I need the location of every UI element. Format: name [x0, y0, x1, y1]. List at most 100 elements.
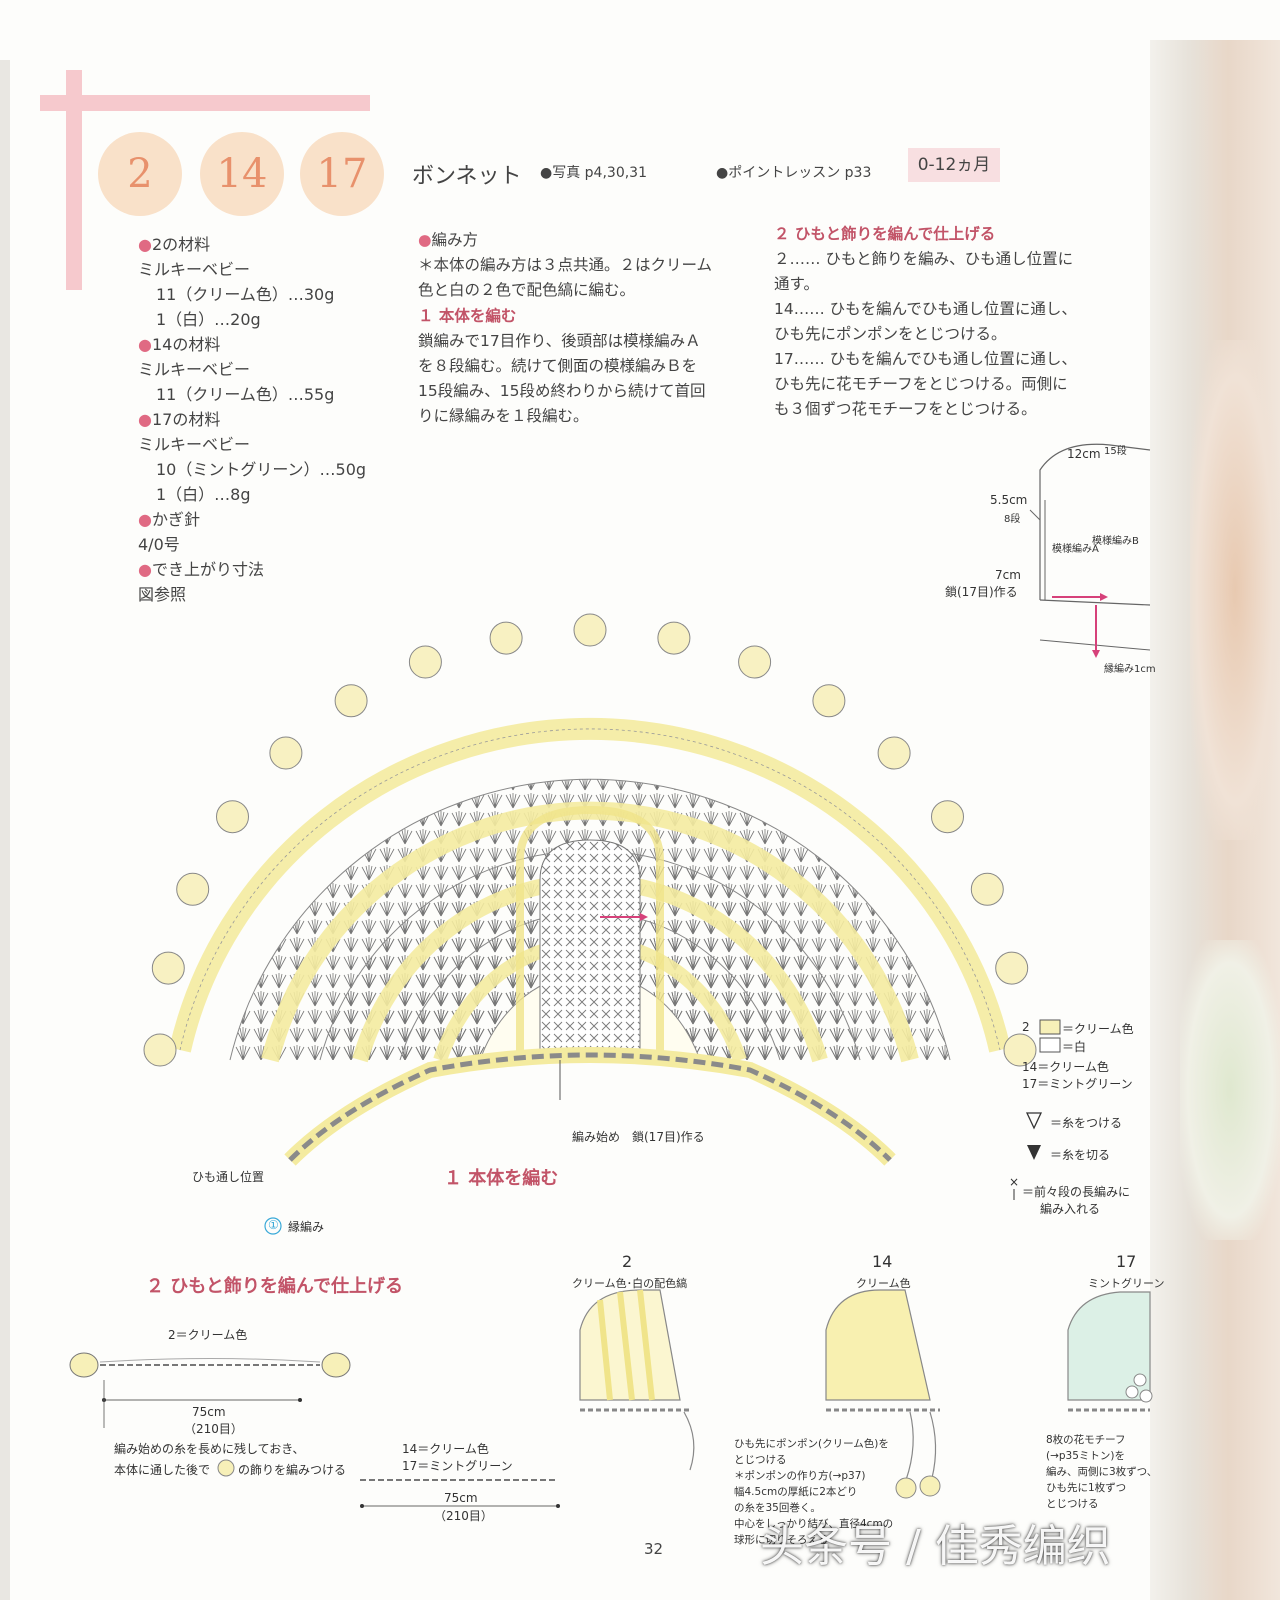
material-line: ミルキーベビー	[138, 360, 251, 379]
cord2-stitches: （210目）	[434, 1509, 493, 1523]
material-line: 1（白）…20g	[156, 310, 261, 329]
method-heading: ●編み方	[418, 231, 479, 249]
finished-2-num: 2	[622, 1252, 633, 1271]
legend-cut: ＝糸を切る	[1050, 1148, 1111, 1162]
page-number: 32	[644, 1540, 664, 1558]
step1-title: １ 本体を編む	[418, 307, 517, 325]
finish-line-7: も３個ずつ花モチーフをとじつける。	[774, 400, 1037, 418]
material-line: ミルキーベビー	[138, 435, 251, 454]
finish-line-3: 14…… ひもを編んでひも通し位置に通し、	[774, 300, 1077, 318]
finished-14-num: 14	[872, 1252, 893, 1271]
cord1-stitches: （210目）	[184, 1422, 243, 1436]
note-line: 編み、両側に3枚ずつ、	[1046, 1466, 1158, 1478]
finish-line-4: ひも先にポンポンをとじつける。	[774, 325, 1007, 343]
scallop	[970, 872, 1004, 906]
edge-number-circle	[264, 1217, 282, 1235]
scallop	[657, 621, 691, 655]
legend-17: 17＝ミントグリーン	[1022, 1077, 1133, 1091]
method-intro-2: 色と白の２色で配色縞に編む。	[418, 281, 636, 299]
legend-attach: ＝糸をつける	[1050, 1116, 1123, 1130]
pattern-number-17: 17	[300, 132, 384, 216]
legend-swatch-white	[1039, 1037, 1061, 1053]
material-line: 図参照	[138, 585, 187, 604]
page-title: ボンネット	[412, 164, 522, 189]
cord1-length: 75cm	[192, 1405, 226, 1419]
finished-bonnet-2	[579, 1289, 695, 1471]
cord2-color-1: 14＝クリーム色	[402, 1442, 489, 1456]
scallop	[334, 684, 368, 718]
finish-line-5: 17…… ひもを編んでひも通し位置に通し、	[774, 350, 1077, 368]
material-line: 4/0号	[138, 535, 180, 554]
material-line: ●14の材料	[138, 335, 221, 354]
cut-yarn-icon	[1027, 1145, 1041, 1160]
scallop	[877, 736, 911, 770]
finished-17-num: 17	[1116, 1252, 1137, 1271]
note-line: 8枚の花モチーフ	[1046, 1434, 1126, 1446]
finished-bonnet-17	[1067, 1291, 1153, 1412]
finished-17-label: ミントグリーン	[1088, 1277, 1165, 1290]
step1-line-4: りに縁編みを１段編む。	[418, 407, 589, 425]
finished-14-label: クリーム色	[856, 1277, 911, 1290]
page-gutter	[0, 60, 10, 1600]
cord1-note-2: 本体に通した後で	[114, 1463, 211, 1477]
front-post-icon: ×	[1009, 1175, 1019, 1189]
material-line: ●2の材料	[138, 235, 211, 254]
scallop	[269, 736, 303, 770]
photo-ref: ●写真 p4,30,31	[540, 165, 647, 181]
dim-chain: 鎖(17目)作る	[945, 585, 1018, 599]
material-line: 1（白）…8g	[156, 485, 251, 504]
dim-5-5cm: 5.5cm	[990, 493, 1028, 507]
finish-line-2: 通す。	[774, 275, 819, 293]
scallop	[408, 645, 442, 679]
tie-position-label: ひも通し位置	[192, 1170, 265, 1184]
note-line: 幅4.5cmの厚紙に2本どり	[734, 1486, 858, 1498]
dim-7cm: 7cm	[995, 568, 1021, 582]
scallop	[176, 872, 210, 906]
attach-yarn-icon	[1025, 1112, 1043, 1130]
cord2-color-2: 17＝ミントグリーン	[402, 1459, 513, 1473]
legend-front: ＝前々段の長編みに	[1022, 1185, 1131, 1199]
cord-14-17-drawing	[360, 1479, 560, 1508]
note-line: ＊ポンポンの作り方(→p37)	[734, 1470, 866, 1482]
cord1-note-3: の飾りを編みつける	[238, 1463, 347, 1477]
note-line: とじつける	[734, 1454, 787, 1466]
legend-front-2: 編み入れる	[1040, 1202, 1101, 1216]
legend-num-2: 2	[1022, 1020, 1030, 1034]
step1-line-2: を８段編む。続けて側面の模様編みＢを	[418, 357, 698, 375]
lesson-ref: ●ポイントレッスン p33	[716, 165, 872, 181]
legend-14: 14＝クリーム色	[1022, 1060, 1109, 1074]
note-line: の糸を35回巻く。	[734, 1502, 821, 1514]
finish-line-1: ２…… ひもと飾りを編み、ひも通し位置に	[774, 250, 1074, 268]
note-line: ひも先に1枚ずつ	[1046, 1482, 1127, 1494]
pattern-b-label: 模様編みB	[1092, 536, 1139, 547]
scallop	[738, 645, 772, 679]
finish-title: ２ ひもと飾りを編んで仕上げる	[774, 225, 996, 243]
edge-label-chart: 縁編み	[288, 1220, 325, 1234]
material-line: 11（クリーム色）…30g	[156, 285, 335, 304]
finished-2-label: クリーム色･白の配色縞	[572, 1277, 688, 1290]
material-line: 10（ミントグリーン）…50g	[156, 460, 367, 479]
edge-label: 縁編み1cm	[1104, 664, 1156, 675]
material-line: ●かぎ針	[138, 510, 200, 529]
note-line: 球形に切りそろえる	[734, 1534, 829, 1546]
section2-title: ２ ひもと飾りを編んで仕上げる	[146, 1276, 404, 1297]
material-line: ●17の材料	[138, 410, 221, 429]
material-line: 11（クリーム色）…55g	[156, 385, 335, 404]
chart-caption: １ 本体を編む	[444, 1168, 559, 1189]
finish-line-6: ひも先に花モチーフをとじつける。両側に	[774, 375, 1068, 393]
legend-cream: ＝クリーム色	[1062, 1022, 1134, 1036]
legend-swatch-cream	[1039, 1019, 1061, 1035]
watermark: 头条号 / 佳秀编织	[760, 1521, 1111, 1572]
note-line: ひも先にポンポン(クリーム色)を	[734, 1438, 889, 1450]
material-line: ミルキーベビー	[138, 260, 251, 279]
dim-8rows: 8段	[1004, 514, 1021, 525]
step1-line-3: 15段編み、15段め終わりから続けて首回	[418, 382, 706, 400]
flower-note: 8枚の花モチーフ(→p35ミトン)を編み、両側に3枚ずつ、ひも先に1枚ずつとじつ…	[1046, 1432, 1157, 1512]
size-schematic	[1029, 443, 1151, 658]
note-line: (→p35ミトン)を	[1046, 1450, 1126, 1462]
edge-number: ①	[268, 1218, 279, 1232]
decor-bar-vertical	[66, 70, 82, 290]
